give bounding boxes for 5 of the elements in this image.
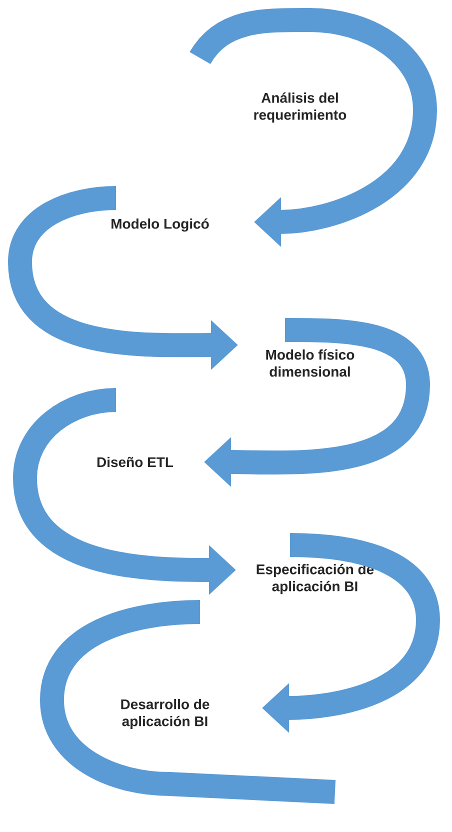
- step-label: Modelo físico dimensional: [266, 349, 354, 377]
- step-label: Modelo Logicó: [112, 218, 209, 232]
- step-label: Diseño ETL: [97, 456, 174, 468]
- step-label: Análisis del requerimiento: [254, 92, 346, 123]
- step-label: Desarrollo de aplicación BI: [121, 698, 210, 730]
